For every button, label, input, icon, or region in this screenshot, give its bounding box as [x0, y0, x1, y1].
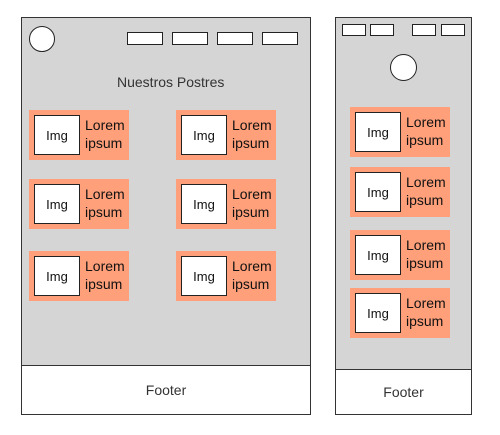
- card-text-line2: ipsum: [406, 192, 444, 208]
- desktop-card[interactable]: Img Lorem ipsum: [29, 179, 129, 229]
- card-text-line2: ipsum: [232, 276, 270, 292]
- mobile-footer: Footer: [335, 369, 472, 415]
- card-image: Img: [34, 115, 80, 155]
- card-text: Lorem ipsum: [406, 294, 456, 330]
- card-text: Lorem ipsum: [406, 236, 456, 272]
- card-text: Lorem ipsum: [406, 173, 456, 209]
- card-text-line1: Lorem: [232, 186, 272, 202]
- card-text: Lorem ipsum: [85, 257, 135, 293]
- card-text: Lorem ipsum: [406, 113, 456, 149]
- desktop-nav-button-2[interactable]: [172, 32, 208, 45]
- card-text: Lorem ipsum: [85, 116, 135, 152]
- page-title: Nuestros Postres: [117, 74, 225, 90]
- card-text: Lorem ipsum: [232, 257, 282, 293]
- card-text-line2: ipsum: [85, 204, 123, 220]
- card-text-line1: Lorem: [406, 114, 446, 130]
- card-image: Img: [355, 112, 401, 152]
- mobile-card[interactable]: Img Lorem ipsum: [350, 230, 450, 280]
- card-text-line2: ipsum: [232, 135, 270, 151]
- card-text-line2: ipsum: [406, 255, 444, 271]
- desktop-card[interactable]: Img Lorem ipsum: [29, 251, 129, 301]
- card-text: Lorem ipsum: [232, 185, 282, 221]
- desktop-logo[interactable]: [29, 26, 55, 52]
- card-image: Img: [181, 256, 227, 296]
- card-text-line2: ipsum: [85, 135, 123, 151]
- card-text-line1: Lorem: [406, 237, 446, 253]
- card-text-line1: Lorem: [85, 258, 125, 274]
- card-image: Img: [355, 235, 401, 275]
- card-text-line2: ipsum: [406, 313, 444, 329]
- card-image: Img: [181, 184, 227, 224]
- mobile-wireframe: Img Lorem ipsum Img Lorem ipsum Img Lore…: [335, 17, 472, 415]
- card-image: Img: [181, 115, 227, 155]
- card-text-line1: Lorem: [85, 117, 125, 133]
- desktop-nav-button-3[interactable]: [217, 32, 253, 45]
- card-image: Img: [34, 184, 80, 224]
- card-image: Img: [34, 256, 80, 296]
- mobile-nav-button-1[interactable]: [342, 24, 366, 36]
- desktop-nav-button-4[interactable]: [262, 32, 298, 45]
- mobile-card[interactable]: Img Lorem ipsum: [350, 288, 450, 338]
- card-text-line1: Lorem: [406, 174, 446, 190]
- card-image: Img: [355, 293, 401, 333]
- card-text: Lorem ipsum: [232, 116, 282, 152]
- desktop-wireframe: Nuestros Postres Img Lorem ipsum Img Lor…: [21, 17, 311, 415]
- card-text-line1: Lorem: [85, 186, 125, 202]
- card-text-line1: Lorem: [232, 117, 272, 133]
- card-text-line1: Lorem: [406, 295, 446, 311]
- mobile-card[interactable]: Img Lorem ipsum: [350, 107, 450, 157]
- mobile-nav-button-2[interactable]: [370, 24, 394, 36]
- mobile-card[interactable]: Img Lorem ipsum: [350, 167, 450, 217]
- desktop-card[interactable]: Img Lorem ipsum: [176, 110, 276, 160]
- desktop-card[interactable]: Img Lorem ipsum: [176, 251, 276, 301]
- card-text: Lorem ipsum: [85, 185, 135, 221]
- card-text-line2: ipsum: [406, 132, 444, 148]
- card-image: Img: [355, 172, 401, 212]
- card-text-line1: Lorem: [232, 258, 272, 274]
- mobile-nav-button-4[interactable]: [441, 24, 465, 36]
- desktop-card[interactable]: Img Lorem ipsum: [176, 179, 276, 229]
- mobile-nav-button-3[interactable]: [412, 24, 436, 36]
- mobile-logo[interactable]: [390, 54, 417, 81]
- desktop-nav-button-1[interactable]: [127, 32, 163, 45]
- desktop-card[interactable]: Img Lorem ipsum: [29, 110, 129, 160]
- card-text-line2: ipsum: [232, 204, 270, 220]
- desktop-footer: Footer: [21, 365, 311, 415]
- card-text-line2: ipsum: [85, 276, 123, 292]
